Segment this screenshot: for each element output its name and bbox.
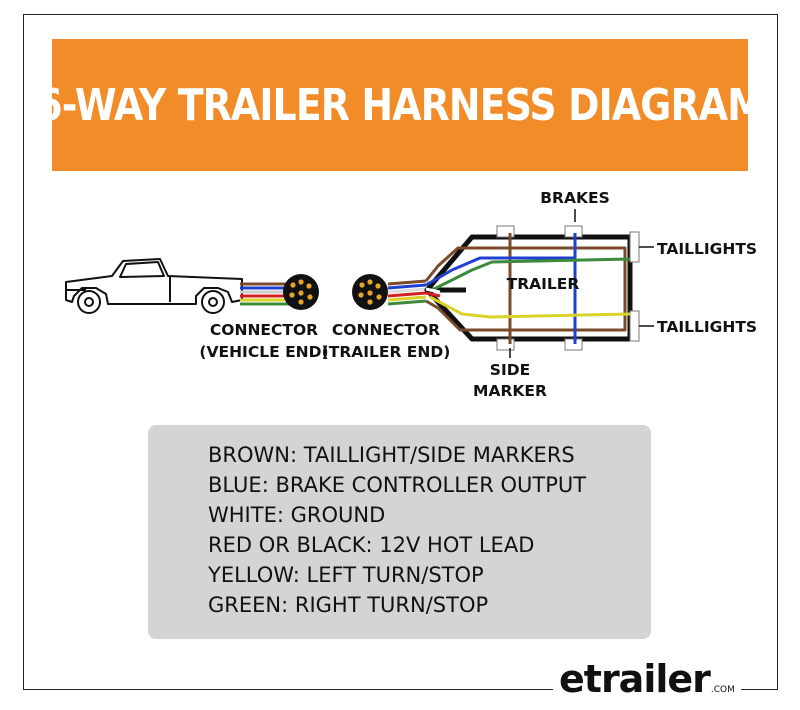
side-marker-label-line1: SIDE (490, 361, 530, 379)
trailer-label: TRAILER (507, 275, 580, 293)
trailer-connector-icon (352, 274, 388, 310)
vehicle-connector-icon (283, 274, 319, 310)
trailer-connector-wires (387, 279, 427, 306)
title-banner: 6-WAY TRAILER HARNESS DIAGRAM (36, 39, 765, 171)
connector-trailer-label-line2: (TRAILER END) (322, 343, 451, 361)
taillights-bottom-label: TAILLIGHTS (657, 318, 757, 336)
connector-vehicle-label-line1: CONNECTOR (210, 321, 318, 339)
taillights-top-label: TAILLIGHTS (657, 240, 757, 258)
legend-item-brown: BROWN: TAILLIGHT/SIDE MARKERS (208, 443, 575, 467)
callout-lines (509, 209, 654, 358)
brakes-label: BRAKES (540, 189, 610, 207)
vehicle-wires (240, 282, 290, 306)
logo-wordmark: etrailer (559, 657, 711, 701)
etrailer-logo: etrailer .COM (553, 657, 741, 701)
legend-item-red-black: RED OR BLACK: 12V HOT LEAD (208, 533, 535, 557)
legend-item-white: WHITE: GROUND (208, 503, 386, 527)
pickup-truck (65, 258, 243, 314)
logo-suffix: .COM (710, 685, 735, 695)
trailer-wires (424, 233, 631, 344)
side-marker-label-line2: MARKER (473, 382, 547, 400)
legend-item-yellow: YELLOW: LEFT TURN/STOP (208, 563, 484, 587)
diagram-title: 6-WAY TRAILER HARNESS DIAGRAM (36, 79, 765, 131)
diagram-frame (23, 14, 778, 690)
wire-color-legend: BROWN: TAILLIGHT/SIDE MARKERS BLUE: BRAK… (148, 425, 651, 639)
legend-item-green: GREEN: RIGHT TURN/STOP (208, 593, 489, 617)
legend-item-blue: BLUE: BRAKE CONTROLLER OUTPUT (208, 473, 587, 497)
connector-trailer-label-line1: CONNECTOR (332, 321, 440, 339)
connector-vehicle-label-line2: (VEHICLE END) (199, 343, 328, 361)
